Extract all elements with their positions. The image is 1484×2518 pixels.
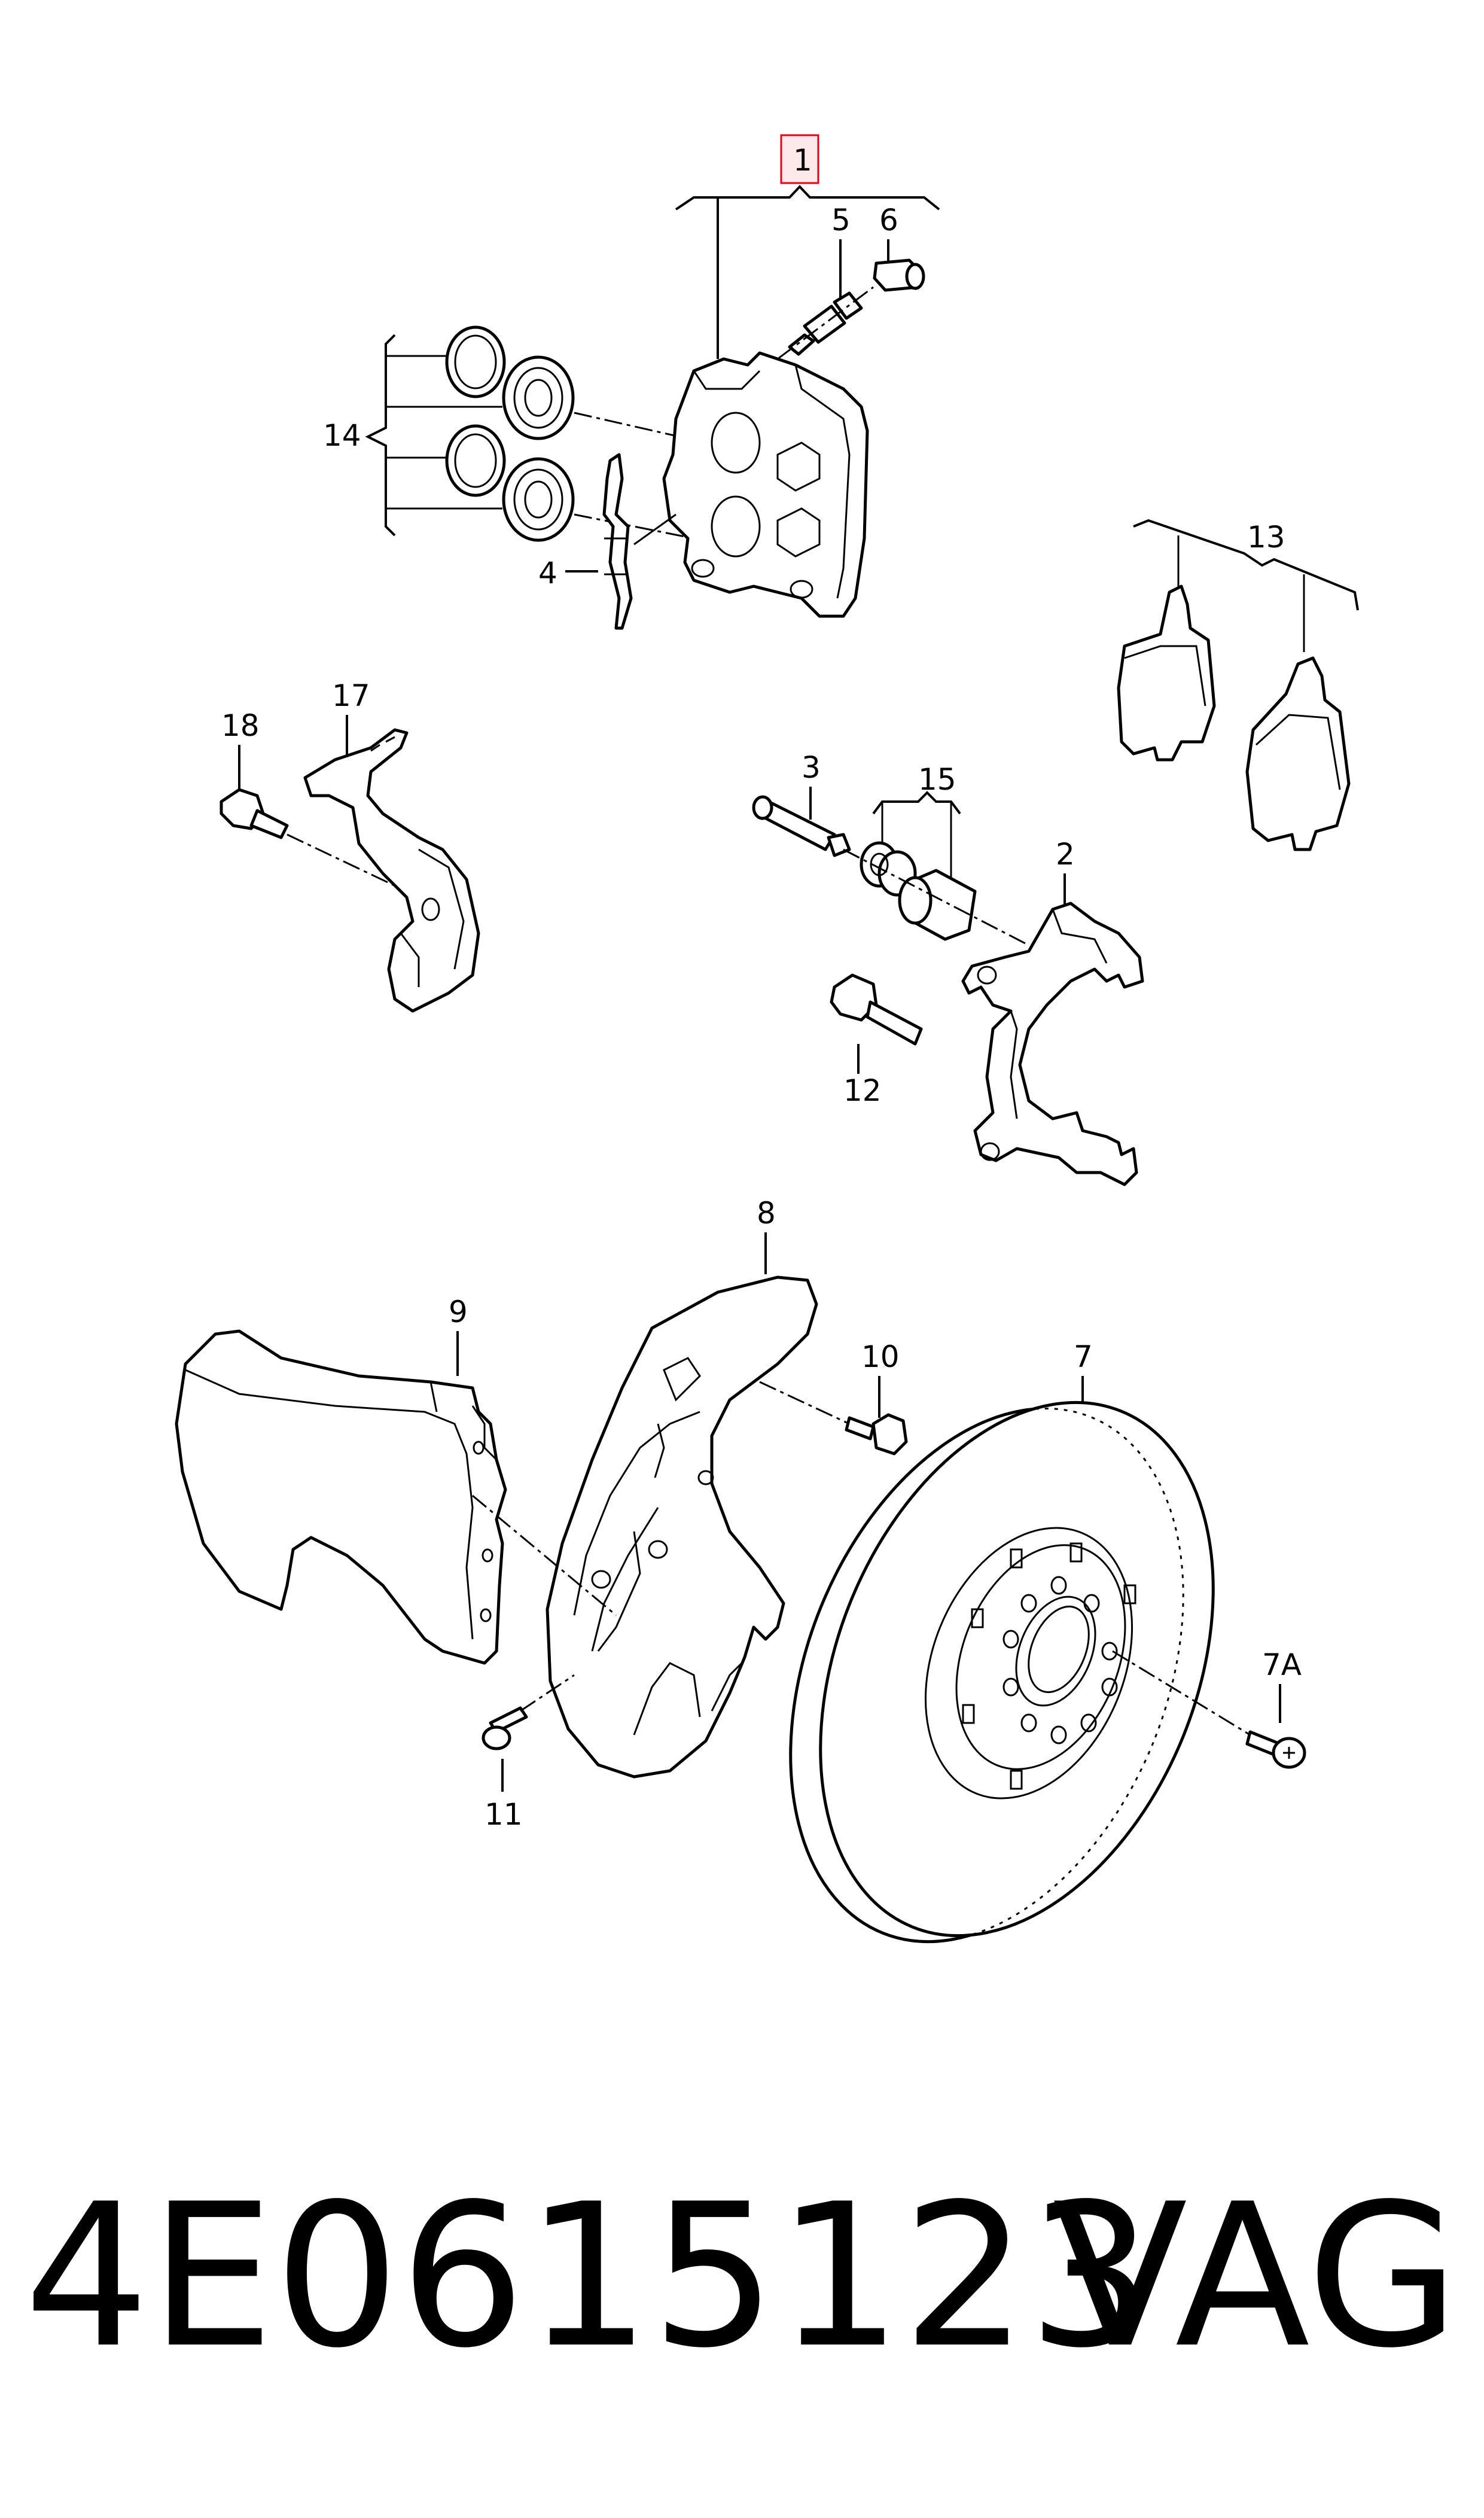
guide-pin-part-3 [752, 795, 851, 857]
callout-14[interactable]: 14 [323, 418, 361, 453]
brake-pad-part-13a [1117, 584, 1216, 762]
anti-rattle-spring-part-4 [602, 453, 633, 630]
callout-5[interactable]: 5 [831, 203, 851, 238]
disc-vent-slots [962, 1542, 1136, 1790]
callout-1[interactable]: 1 [793, 143, 812, 178]
callout-11[interactable]: 11 [484, 1797, 523, 1832]
disc-hub-holes [1002, 1576, 1118, 1744]
callout-10[interactable]: 10 [861, 1339, 900, 1374]
bush-part-15b [898, 869, 977, 941]
callout-4[interactable]: 4 [538, 556, 557, 590]
callout-13[interactable]: 13 [1247, 520, 1285, 555]
callout-7a[interactable]: 7A [1262, 1648, 1302, 1682]
caliper-carrier-part-2 [961, 902, 1144, 1186]
callout-17[interactable]: 17 [332, 678, 370, 713]
part-number: 4E0615123 [24, 2161, 1154, 2391]
brake-pad-part-13b [1245, 656, 1351, 851]
dust-cap-part-6 [873, 258, 925, 292]
callout-15[interactable]: 15 [918, 762, 956, 797]
piston-part-14b [502, 355, 575, 440]
brake-disc-part-7 [789, 1400, 1215, 1944]
footer: 4E0615123 VAG [24, 2178, 1459, 2429]
bush-part-15a [860, 841, 917, 897]
bracket-1 [675, 185, 940, 211]
screw-part-7a [1245, 1730, 1306, 1769]
callout-6[interactable]: 6 [879, 203, 898, 238]
heat-shield-part-9 [175, 1329, 507, 1665]
callout-1-highlight-box [780, 134, 819, 184]
wire-bracket-part-17 [303, 728, 480, 1013]
brand-label: VAG [1052, 2161, 1459, 2391]
bolt-part-12 [830, 973, 923, 1046]
callout-12[interactable]: 12 [843, 1073, 882, 1108]
bracket-13 [1133, 519, 1359, 611]
callout-9[interactable]: 9 [449, 1295, 468, 1329]
callout-7[interactable]: 7 [1074, 1339, 1093, 1374]
brake-caliper-part-1 [662, 351, 869, 618]
seal-ring-part-14a [445, 325, 506, 398]
splash-shield-part-8 [546, 1275, 818, 1779]
callout-18[interactable]: 18 [221, 708, 260, 743]
seal-ring-part-14c [445, 424, 506, 497]
piston-part-14d [502, 457, 575, 542]
callout-2[interactable]: 2 [1056, 837, 1075, 872]
callout-8[interactable]: 8 [757, 1196, 776, 1231]
bolt-part-10 [845, 1413, 908, 1456]
screw-part-11 [482, 1706, 528, 1750]
bolt-part-18 [220, 788, 289, 839]
callout-3[interactable]: 3 [802, 750, 821, 785]
bracket-14 [365, 334, 396, 537]
